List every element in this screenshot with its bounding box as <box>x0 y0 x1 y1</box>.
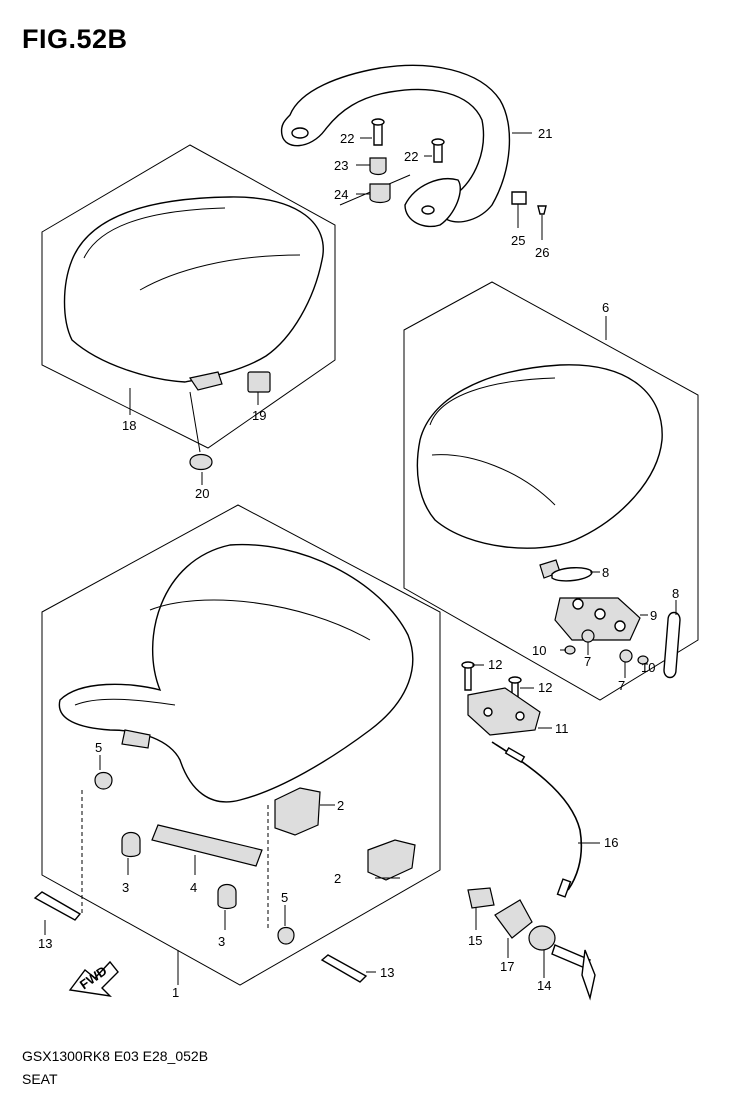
part-17-guard <box>494 899 533 939</box>
callout-15: 15 <box>468 933 482 948</box>
callout-3a: 3 <box>122 880 129 895</box>
callout-10a: 10 <box>532 643 546 658</box>
seat-lock-group <box>461 661 596 1001</box>
part-12-bolt-a <box>464 664 472 691</box>
part-26-washer <box>537 205 547 215</box>
part-2-cushion-b <box>367 839 416 881</box>
callout-19: 19 <box>252 408 266 423</box>
grab-rail-group <box>280 64 547 228</box>
part-19-cushion-pad <box>247 371 271 393</box>
callout-1: 1 <box>172 985 179 1000</box>
passenger-seat-cushion <box>63 196 324 383</box>
callout-labels: 1 2 2 3 3 4 5 5 6 7 7 8 8 9 10 10 11 12 … <box>38 126 679 1000</box>
figure-title: FIG.52B <box>22 24 128 54</box>
callout-7b: 7 <box>618 678 625 693</box>
part-23-collar <box>369 157 387 176</box>
callout-26: 26 <box>535 245 549 260</box>
part-5-cushion-a <box>94 771 113 790</box>
fwd-arrow-icon: FWD <box>68 960 119 998</box>
callout-20: 20 <box>195 486 209 501</box>
callout-2b: 2 <box>334 871 341 886</box>
callout-21: 21 <box>538 126 552 141</box>
part-21-grab-rail <box>280 64 511 223</box>
part-3-cushion-b <box>217 883 237 910</box>
callout-5b: 5 <box>281 890 288 905</box>
callout-9: 9 <box>650 608 657 623</box>
part-5-cushion-b <box>277 926 295 945</box>
callout-24: 24 <box>334 187 348 202</box>
part-20-grommet <box>189 453 213 471</box>
callout-25: 25 <box>511 233 525 248</box>
part-13-bolt-a <box>33 891 82 921</box>
callout-3b: 3 <box>218 934 225 949</box>
callout-6: 6 <box>602 300 609 315</box>
key <box>581 949 596 1001</box>
part-14-lock-cylinder <box>528 925 556 951</box>
pillion-seat-group <box>403 281 699 701</box>
callout-8b: 8 <box>672 586 679 601</box>
callout-22a: 22 <box>340 131 354 146</box>
rider-seat-group <box>33 504 441 986</box>
callout-11: 11 <box>555 721 569 736</box>
callout-12b: 12 <box>538 680 552 695</box>
part-16-cable <box>491 741 583 891</box>
callout-5a: 5 <box>95 740 102 755</box>
part-4-pad <box>151 824 263 867</box>
rider-seat-frame <box>41 504 441 986</box>
part-10-collar-a <box>564 645 576 655</box>
figure-code: GSX1300RK8 E03 E28_052B <box>22 1048 209 1064</box>
rider-seat-cushion <box>58 543 414 803</box>
callout-16: 16 <box>604 835 618 850</box>
callout-18: 18 <box>122 418 136 433</box>
callout-12a: 12 <box>488 657 502 672</box>
passenger-seat-group <box>41 144 336 471</box>
passenger-seat-frame <box>41 144 336 449</box>
callout-13b: 13 <box>380 965 394 980</box>
part-7-nut-b <box>619 649 633 663</box>
figure-name: SEAT <box>22 1071 58 1087</box>
part-24-cushion <box>369 183 391 204</box>
pillion-seat-frame <box>403 281 699 701</box>
leader-lines <box>44 132 677 985</box>
callout-4: 4 <box>190 880 197 895</box>
callout-10b: 10 <box>641 660 655 675</box>
passenger-seat-bracket <box>189 371 223 391</box>
callout-23: 23 <box>334 158 348 173</box>
part-11-seat-lock <box>467 687 541 736</box>
pillion-seat-cushion <box>416 364 663 549</box>
callout-17: 17 <box>500 959 514 974</box>
part-15-holder <box>467 887 495 909</box>
callout-2a: 2 <box>337 798 344 813</box>
part-13-bolt-b <box>320 954 368 983</box>
callout-7a: 7 <box>584 654 591 669</box>
callout-22b: 22 <box>404 149 418 164</box>
part-25-bolt <box>511 191 527 205</box>
callout-8a: 8 <box>602 565 609 580</box>
callout-14: 14 <box>537 978 551 993</box>
part-8-cushion-a <box>551 567 593 582</box>
part-3-cushion-a <box>121 831 141 858</box>
part-2-cushion-a <box>274 787 321 836</box>
part-10-collar-b <box>637 655 649 665</box>
part-8-cushion-b <box>663 611 681 679</box>
part-7-nut-a <box>581 629 595 643</box>
callout-13a: 13 <box>38 936 52 951</box>
